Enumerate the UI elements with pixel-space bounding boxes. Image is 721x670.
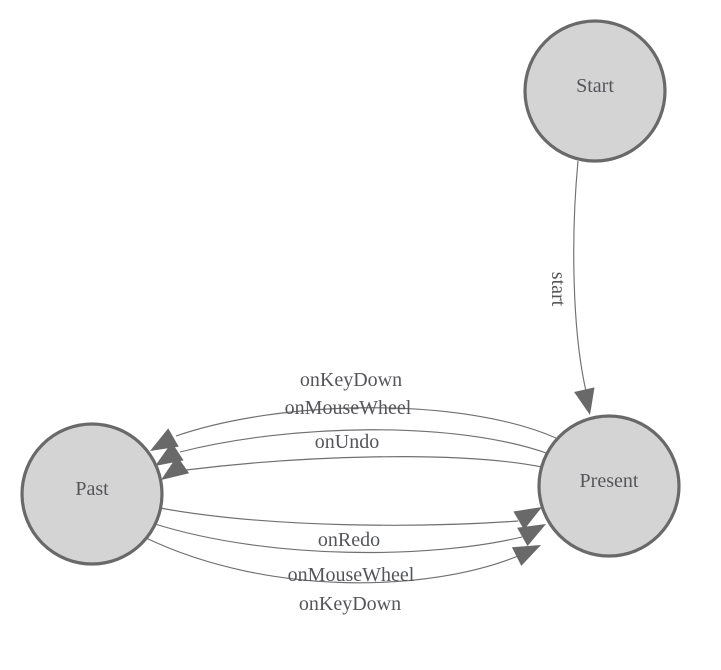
node-start-circle bbox=[523, 19, 667, 163]
edge-label-group: start onKeyDown onMouseWheel onUndo onRe… bbox=[285, 272, 569, 615]
node-start-label: Start bbox=[576, 75, 614, 97]
node-past-circle bbox=[20, 422, 164, 566]
edge-label-onkeydown-bottom: onKeyDown bbox=[299, 593, 401, 615]
node-present-label: Present bbox=[580, 470, 639, 492]
edge-label-start: start bbox=[547, 272, 569, 307]
arrowhead-onmousewheel-into-present bbox=[517, 524, 546, 547]
node-present: Present bbox=[537, 414, 681, 558]
arrowhead-onundo-into-past bbox=[161, 456, 190, 480]
arrowhead-onredo-into-present bbox=[513, 507, 542, 530]
edge-present-to-past-onundo bbox=[185, 456, 543, 471]
edge-present-to-past-onkeydown bbox=[175, 407, 557, 439]
edge-present-to-past-onmousewheel bbox=[179, 429, 550, 455]
arrowhead-group bbox=[150, 387, 595, 566]
edge-past-to-present-onmousewheel bbox=[154, 523, 523, 554]
edge-label-onundo: onUndo bbox=[315, 431, 379, 453]
node-past-label: Past bbox=[75, 478, 109, 500]
edge-label-onmousewheel-top: onMouseWheel bbox=[285, 397, 412, 419]
edge-label-onkeydown-top: onKeyDown bbox=[300, 369, 402, 391]
edge-past-to-present-onkeydown bbox=[145, 537, 519, 584]
arrowhead-start-to-present bbox=[574, 387, 595, 415]
edge-start-to-present bbox=[573, 160, 587, 392]
edge-label-onredo: onRedo bbox=[318, 529, 380, 551]
node-present-circle bbox=[537, 414, 681, 558]
arrowhead-onkeydown-into-present bbox=[511, 545, 541, 566]
node-start: Start bbox=[523, 19, 667, 163]
edge-group bbox=[145, 160, 587, 584]
edge-label-onmousewheel-bottom: onMouseWheel bbox=[288, 564, 415, 586]
node-past: Past bbox=[20, 422, 164, 566]
edge-past-to-present-onredo bbox=[159, 507, 519, 526]
